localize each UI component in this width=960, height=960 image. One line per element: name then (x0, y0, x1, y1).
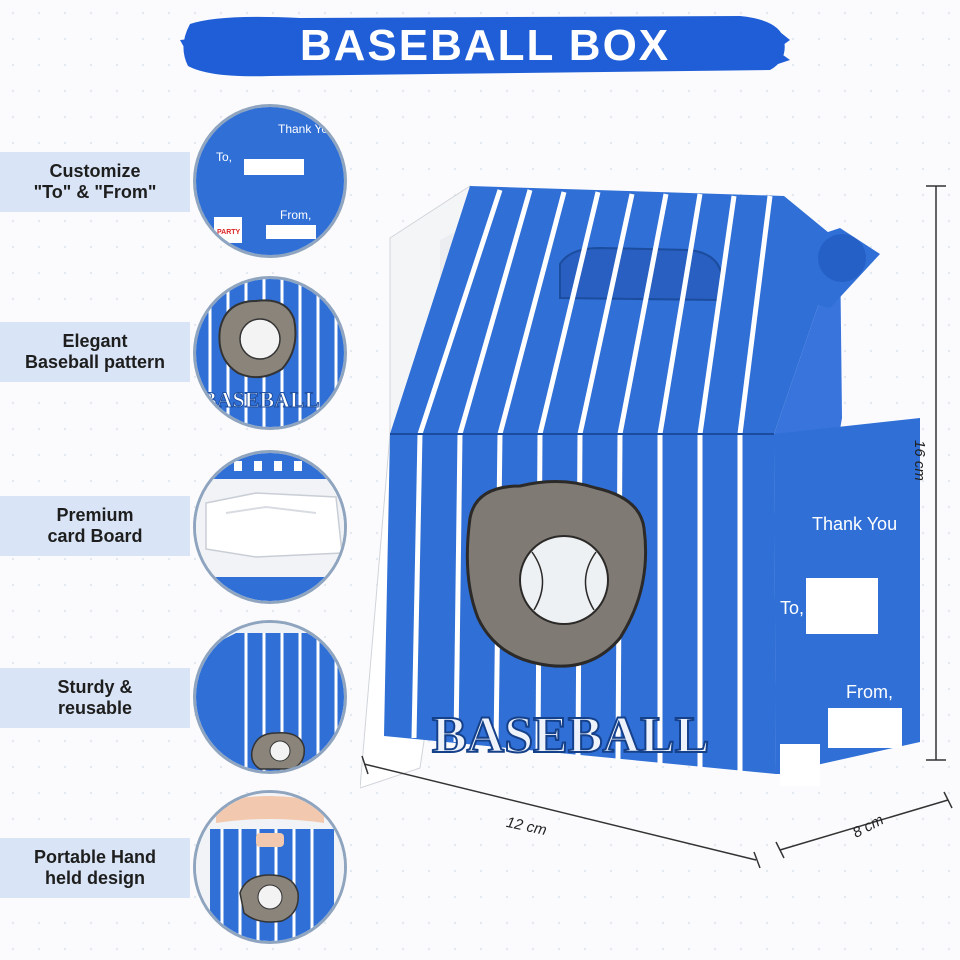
box-to-label: To, (780, 598, 804, 618)
box-from-label: From, (846, 682, 893, 702)
pattern-baseball-text: BASEBALL (202, 387, 319, 412)
feature-label-customize: Customize"To" & "From" (0, 152, 190, 212)
baseball-icon (269, 740, 291, 762)
dimension-lines (361, 185, 953, 869)
baseball-icon (519, 535, 609, 625)
box-to-field (806, 578, 878, 634)
feature-label-sturdy: Sturdy &reusable (0, 668, 190, 728)
baseball-icon (239, 318, 281, 360)
detail-circle-card: Thank You To, From, PARTY (193, 104, 347, 258)
baseball-icon (257, 884, 283, 910)
detail-circle-pattern: BASEBALL (193, 276, 347, 430)
page-title: BASEBALL BOX (299, 21, 671, 70)
product-box-image: BASEBALL Thank You To, From, (360, 185, 953, 869)
title-banner (180, 16, 790, 77)
dimension-height: 16 cm (911, 440, 928, 481)
box-baseball-text: BASEBALL (432, 707, 709, 764)
hand-icon (216, 796, 324, 823)
detail-circle-cardboard (193, 450, 347, 604)
card-from-field (266, 225, 316, 239)
card-to-label: To, (216, 150, 232, 164)
detail-circle-portable (193, 790, 347, 944)
party-badge-text: PARTY (217, 229, 241, 236)
card-to-field (244, 159, 304, 175)
box-thank-you: Thank You (812, 514, 897, 534)
detail-circle-sturdy (193, 620, 347, 774)
card-from-label: From, (280, 208, 311, 222)
box-from-field (828, 708, 902, 748)
party-badge-icon (780, 744, 820, 786)
